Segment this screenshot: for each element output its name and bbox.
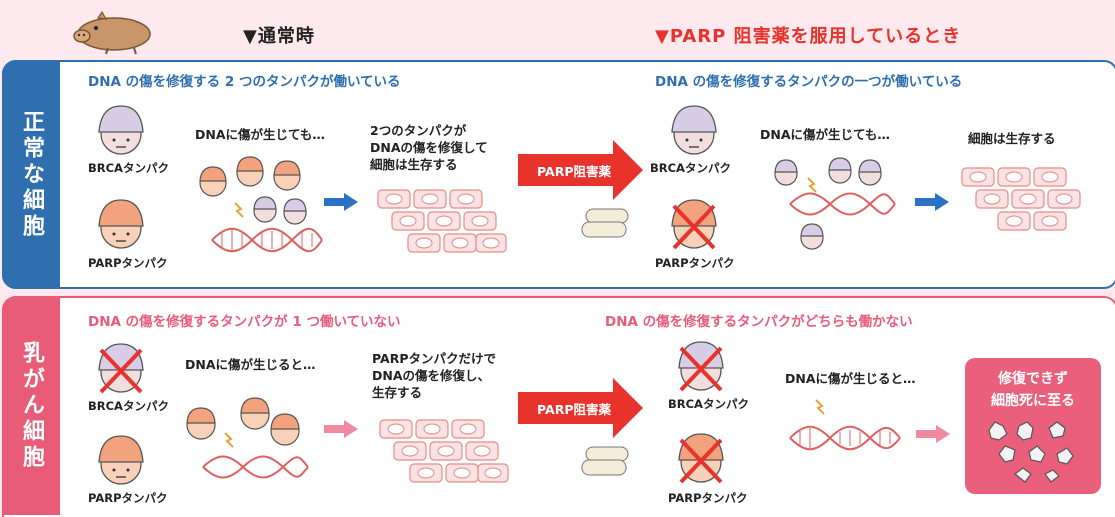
parp-inhibitor-label: PARP阻害薬 (537, 164, 611, 179)
parp-label: PARPタンパク (88, 256, 168, 270)
cell-death-box: 修復できず 細胞死に至る (965, 358, 1101, 494)
top-damage2-text: DNAに傷が生じても… (760, 127, 890, 142)
brca-protein-blocked-icon (678, 341, 724, 392)
survive-text: 細胞は生存する (968, 131, 1056, 146)
top-parp-subtitle: DNA の傷を修復するタンパクの一つが働いている (655, 74, 963, 90)
parp-inhibitor-label: PARP阻害薬 (537, 402, 611, 417)
header-parp: ▼PARP 阻害薬を服用しているとき (655, 26, 962, 47)
arrow-icon (324, 420, 358, 438)
cell-death-text: 修復できず 細胞死に至る (991, 371, 1075, 409)
brca-label: BRCAタンパク (88, 161, 169, 175)
brca-protein-icon (98, 105, 144, 155)
pill-icon (581, 446, 629, 476)
top-damage-text: DNAに傷が生じても… (195, 127, 325, 142)
parp-protein-icon (98, 435, 144, 485)
top-repair-text: 2つのタンパクが DNAの傷を修復して 細胞は生存する (370, 123, 488, 172)
parp-protein-blocked-icon (671, 199, 717, 250)
parp-label: PARPタンパク (668, 491, 748, 505)
dead-cells-icon (988, 421, 1074, 483)
mascot-icon (73, 10, 151, 55)
repair-proteins-icon (186, 397, 309, 479)
brca-label: BRCAタンパク (650, 161, 731, 175)
parp-protein-icon (98, 199, 144, 249)
bottom-damage2-text: DNAに傷が生じると… (785, 371, 916, 386)
bottom-parp-subtitle: DNA の傷を修復するタンパクがどちらも働かない (605, 314, 913, 330)
brca-protein-blocked-icon (98, 343, 144, 394)
dna-icon (789, 399, 901, 451)
bottom-normal-subtitle: DNA の傷を修復するタンパクが 1 つ働いていない (88, 314, 401, 330)
parp-inhibitor-arrow: PARP阻害薬 (518, 140, 643, 200)
top-normal-subtitle: DNA の傷を修復する 2 つのタンパクが働いている (88, 74, 401, 90)
cells-icon (961, 167, 1081, 231)
pill-icon (581, 208, 629, 238)
header-normal: ▼通常時 (243, 26, 315, 47)
parp-label: PARPタンパク (655, 256, 735, 270)
cells-icon (379, 419, 509, 483)
cells-icon (377, 189, 507, 253)
bottom-damage-text: DNAに傷が生じると… (185, 357, 316, 372)
repair-proteins-icon (774, 157, 896, 250)
arrow-icon (915, 193, 949, 211)
parp-protein-blocked-icon (678, 433, 724, 484)
brca-label: BRCAタンパク (88, 399, 169, 413)
normal-cell-label: 正常な細胞 (2, 60, 60, 289)
parp-label: PARPタンパク (88, 491, 168, 505)
brca-label: BRCAタンパク (668, 397, 749, 411)
arrow-icon (916, 425, 950, 443)
cancer-cell-label: 乳がん細胞 (2, 296, 60, 515)
dna-icon (211, 227, 323, 253)
arrow-icon (324, 193, 358, 211)
repair-proteins-icon (199, 156, 307, 225)
brca-protein-icon (671, 105, 717, 155)
bottom-repair-text: PARPタンパクだけで DNAの傷を修復し、 生存する (372, 351, 496, 400)
parp-inhibitor-arrow: PARP阻害薬 (518, 378, 643, 438)
